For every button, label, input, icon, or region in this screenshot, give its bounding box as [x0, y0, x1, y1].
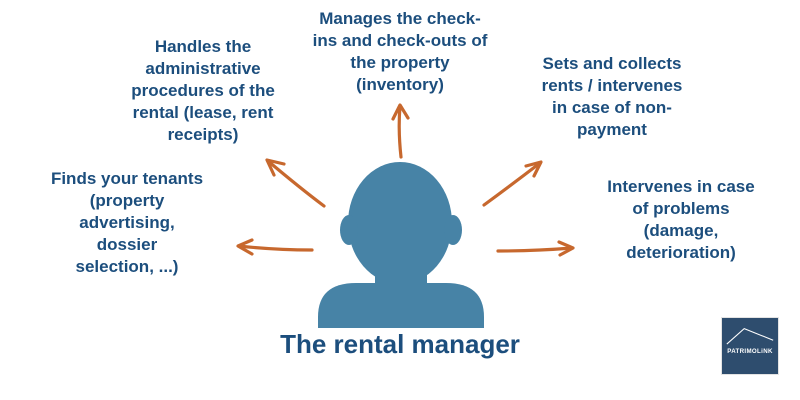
label-intervenes-problems: Intervenes in case of problems (damage, …	[607, 177, 755, 262]
patrimolink-logo: PATRIMOLiNK	[721, 317, 779, 375]
arrow-up	[391, 103, 410, 159]
logo-text: PATRIMOLiNK	[727, 348, 773, 355]
arrow-left	[236, 238, 314, 256]
label-manages-checkins: Manages the check- ins and check-outs of…	[312, 9, 488, 94]
label-collects-rents: Sets and collects rents / intervenes in …	[541, 54, 683, 139]
person-bust-icon	[318, 162, 484, 328]
arrow-up-right	[482, 160, 543, 207]
arrow-right	[496, 240, 575, 257]
label-administrative-procedures: Handles the administrative procedures of…	[131, 37, 275, 144]
arrow-up-left	[265, 158, 326, 208]
roofline-icon	[726, 328, 774, 345]
diagram-title: The rental manager	[280, 329, 520, 359]
label-finds-tenants: Finds your tenants (property advertising…	[50, 169, 204, 276]
